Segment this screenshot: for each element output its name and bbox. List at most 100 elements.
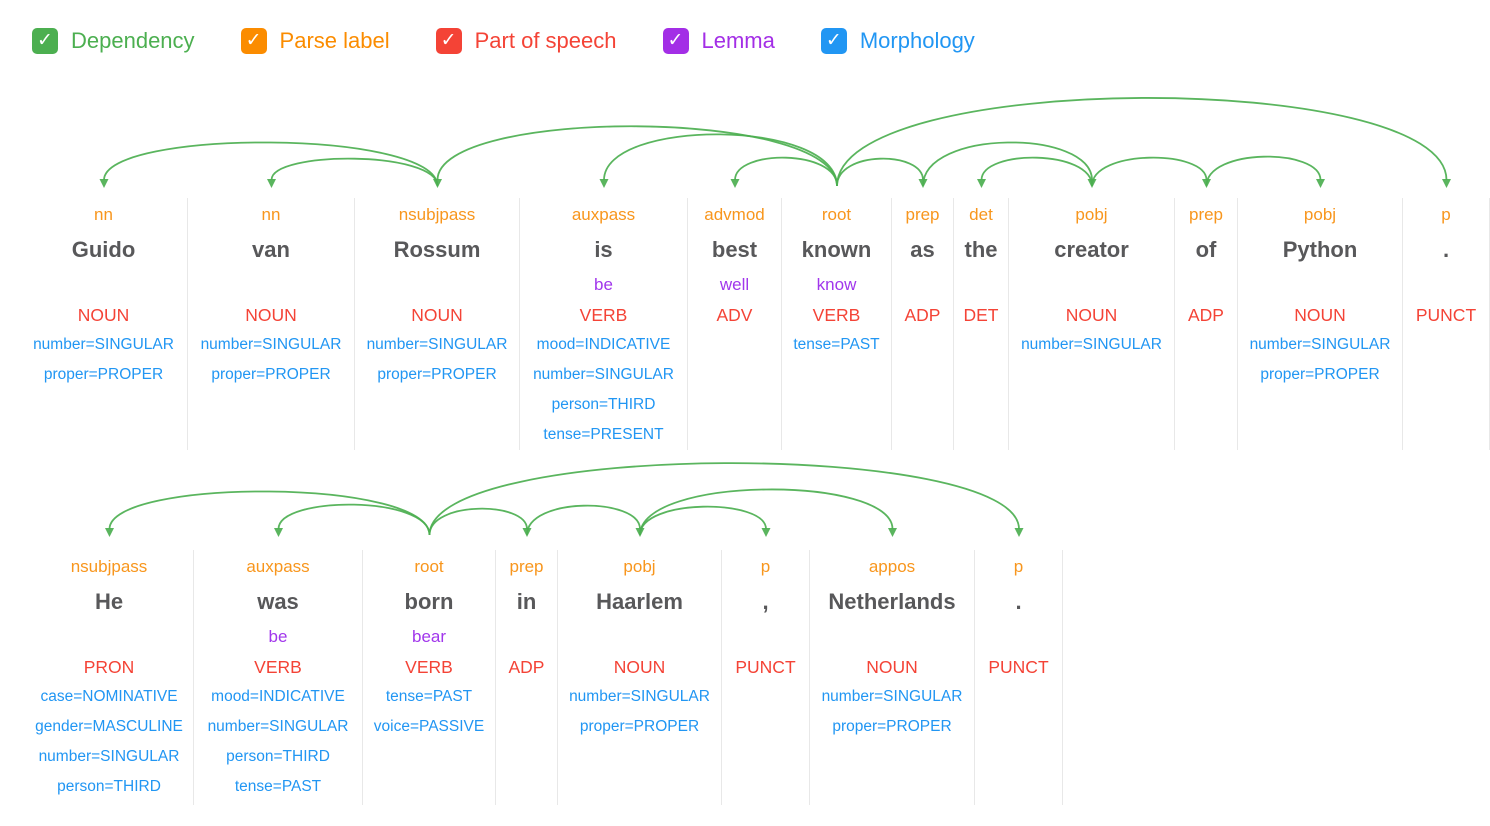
morphology-item: tense=PAST [793,336,880,353]
legend-item-morphology[interactable]: ✓ Morphology [820,28,975,54]
parse-label: auxpass [571,205,636,224]
checkbox-part-of-speech[interactable]: ✓ [435,28,462,54]
arrow-head-icon [1316,179,1325,188]
parse-label: prep [905,205,940,224]
dependency-arc [1091,156,1208,187]
morphology-item: number=SINGULAR [200,336,342,353]
part-of-speech: PUNCT [735,657,796,677]
token-lemma [1175,270,1237,300]
morphology-list: number=SINGULAR [1009,330,1174,360]
parse-label: nn [261,205,281,224]
dependency-arcs-sentence-1 [99,97,1451,188]
morphology-item: proper=PROPER [832,718,952,735]
token-lemma: be [268,627,288,646]
token-word: the [964,237,998,262]
part-of-speech: PUNCT [1415,305,1477,325]
token-lemma [20,270,187,300]
token-lemma: know [816,275,857,294]
morphology-item: tense=PAST [234,778,322,795]
parse-label: advmod [704,205,765,224]
morphology-item: number=SINGULAR [821,688,963,705]
parse-label: det [969,205,993,224]
token-word: . [1442,237,1450,262]
token-word: known [801,237,872,262]
morphology-item: number=SINGULAR [1249,336,1391,353]
token-comma: p,PUNCT [722,550,810,805]
arrow-head-icon [105,528,114,537]
dependency-arc [103,141,439,187]
legend-item-dependency[interactable]: ✓ Dependency [32,28,195,54]
legend-label-morphology: Morphology [859,28,975,53]
morphology-item: proper=PROPER [1260,366,1380,383]
checkbox-morphology[interactable]: ✓ [820,28,847,54]
part-of-speech: VERB [812,305,861,325]
arrow-head-icon [1014,528,1024,537]
arrow-head-icon [274,528,283,537]
dependency-arc [639,505,767,536]
arrow-head-icon [267,179,276,188]
token-period: p.PUNCT [975,550,1063,805]
parse-label: p [760,557,771,576]
legend: ✓ Dependency ✓ Parse label ✓Part of speech ✓L… [0,0,1490,58]
legend-item-part-of-speech[interactable]: ✓Part of speech [435,28,617,54]
morphology-item: proper=PROPER [211,366,331,383]
morphology-item: person=THIRD [551,396,656,413]
part-of-speech: VERB [579,305,628,325]
legend-label-parse-label: Parse label [279,28,390,53]
token-lemma [558,622,721,652]
checkbox-dependency[interactable]: ✓ [32,28,58,54]
part-of-speech: NOUN [411,305,463,325]
legend-label-dependency: Dependency [71,28,195,53]
dependency-arc [428,462,1020,536]
token-word: of [1195,237,1217,262]
morphology-list: tense=PAST [782,330,891,360]
part-of-speech: NOUN [613,657,666,677]
dependency-arc [277,503,431,536]
parse-label: nsubjpass [70,557,148,576]
arrow-head-icon [599,179,609,188]
part-of-speech: VERB [405,657,453,677]
dependency-arcs-sentence-2 [105,462,1024,537]
morphology-item: number=SINGULAR [1021,336,1162,353]
token-word: Python [1282,237,1358,262]
checkbox-lemma[interactable]: ✓ [662,28,689,54]
part-of-speech: NOUN [1065,305,1118,325]
parse-label: auxpass [246,557,310,576]
dependency-arc [980,156,1093,187]
morphology-list: number=SINGULAR proper=PROPER [810,682,974,742]
token-period: p.PUNCT [1403,198,1490,450]
token-word: born [404,589,454,614]
part-of-speech: VERB [254,657,302,677]
token-lemma [975,622,1062,652]
dependency-arc [1205,155,1322,187]
legend-item-parse-label[interactable]: ✓ Parse label [240,28,390,54]
token-word: Rossum [393,237,481,262]
checkbox-parse-label[interactable]: ✓ [240,28,267,54]
token-lemma [1009,270,1174,300]
morphology-item: mood=INDICATIVE [536,336,671,353]
part-of-speech: DET [963,305,999,325]
token-word: is [594,237,613,262]
syntax-analysis-panel: ✓ Dependency ✓ Parse label ✓Part of speech ✓L… [0,0,1490,805]
parse-label: pobj [1075,205,1108,224]
token-lemma [1403,270,1489,300]
parse-label: root [414,557,444,576]
checkmark-icon: ✓ [37,29,53,51]
legend-item-lemma[interactable]: ✓Lemma [662,28,775,54]
token-word: in [516,589,537,614]
